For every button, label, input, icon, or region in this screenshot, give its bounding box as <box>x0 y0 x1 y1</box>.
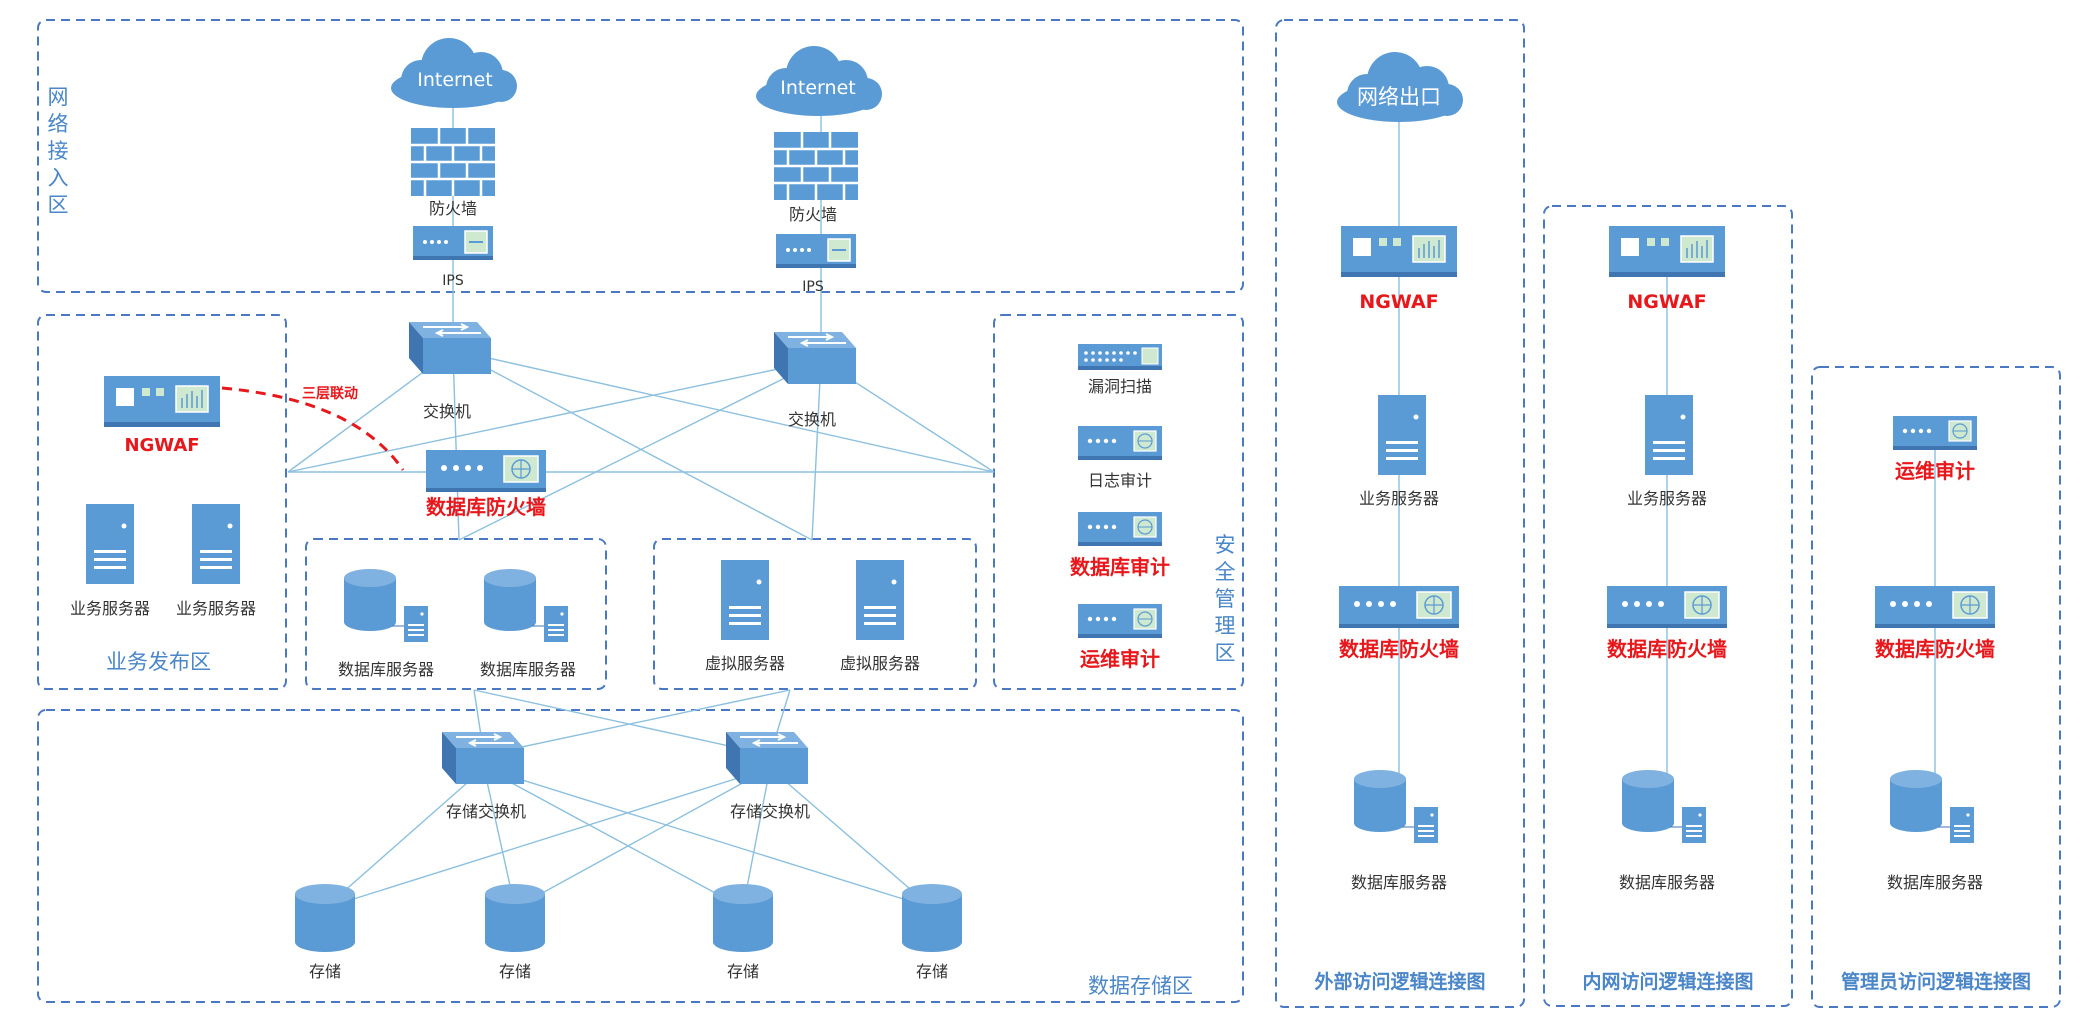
panel-admin-access <box>1811 366 2061 1008</box>
panel-external-access <box>1275 19 1525 1008</box>
zone-vm-servers <box>653 538 977 690</box>
db-server-label: 数据库服务器 <box>1351 873 1447 892</box>
admin-access-title: 管理员访问逻辑连接图 <box>1841 970 2031 993</box>
storage-icon <box>713 884 773 952</box>
storage-label: 存储 <box>309 962 341 981</box>
storage-label: 存储 <box>727 962 759 981</box>
ngwaf-icon <box>1340 225 1458 278</box>
db-server-icon <box>1353 769 1439 844</box>
ips-label: IPS <box>802 279 824 295</box>
ips-label: IPS <box>442 273 464 289</box>
db-firewall-icon <box>1606 585 1728 629</box>
ngwaf-icon <box>103 375 221 428</box>
three-layer-link-label: 三层联动 <box>302 385 358 402</box>
zone-business-publish <box>37 314 287 690</box>
zone-db-servers <box>305 538 607 690</box>
switch-label: 交换机 <box>788 410 836 429</box>
ngwaf-label: NGWAF <box>124 435 199 456</box>
business-server-label: 业务服务器 <box>176 599 256 618</box>
log-audit-label: 日志审计 <box>1088 471 1152 490</box>
external-access-title: 外部访问逻辑连接图 <box>1314 970 1485 993</box>
internal-access-title: 内网访问逻辑连接图 <box>1582 970 1753 993</box>
storage-switch-label: 存储交换机 <box>730 802 810 821</box>
firewall-label: 防火墙 <box>429 199 477 218</box>
db-server-icon <box>343 568 429 643</box>
db-server-icon <box>1889 769 1975 844</box>
vm-server-label: 虚拟服务器 <box>705 654 785 673</box>
db-server-label: 数据库服务器 <box>480 660 576 679</box>
storage-label: 存储 <box>916 962 948 981</box>
business-server-label: 业务服务器 <box>1627 489 1707 508</box>
db-server-label: 数据库服务器 <box>1887 873 1983 892</box>
vuln-scan-label: 漏洞扫描 <box>1088 377 1152 396</box>
panel-internal-access <box>1543 205 1793 1007</box>
zone-label-storage: 数据存储区 <box>1088 974 1193 998</box>
storage-icon <box>902 884 962 952</box>
db-audit-label: 数据库审计 <box>1070 555 1170 579</box>
db-server-label: 数据库服务器 <box>1619 873 1715 892</box>
db-server-label: 数据库服务器 <box>338 660 434 679</box>
ngwaf-icon <box>1608 225 1726 278</box>
storage-label: 存储 <box>499 962 531 981</box>
zone-label-network-access: 网络接入区 <box>48 85 69 217</box>
switch-icon <box>773 331 857 385</box>
server-icon <box>1645 395 1693 475</box>
firewall-icon <box>409 126 497 198</box>
db-server-icon <box>483 568 569 643</box>
ops-audit-icon <box>1892 415 1978 451</box>
db-firewall-icon <box>1338 585 1460 629</box>
vuln-scan-icon <box>1077 343 1163 371</box>
server-icon <box>86 504 134 584</box>
server-icon <box>192 504 240 584</box>
ngwaf-label: NGWAF <box>1359 291 1438 313</box>
db-firewall-label: 数据库防火墙 <box>1607 637 1727 661</box>
ngwaf-label: NGWAF <box>1627 291 1706 313</box>
server-icon <box>721 560 769 640</box>
zone-network-access <box>37 19 1244 293</box>
business-server-label: 业务服务器 <box>1359 489 1439 508</box>
db-firewall-label: 数据库防火墙 <box>1875 637 1995 661</box>
db-firewall-icon <box>425 449 547 493</box>
db-firewall-label: 数据库防火墙 <box>1339 637 1459 661</box>
internet-label: Internet <box>417 69 492 91</box>
ops-audit-label: 运维审计 <box>1895 459 1975 483</box>
db-firewall-icon <box>1874 585 1996 629</box>
ops-audit-label: 运维审计 <box>1080 647 1160 671</box>
zone-security-mgmt <box>993 314 1244 690</box>
db-audit-icon <box>1077 511 1163 547</box>
switch-icon <box>408 321 492 375</box>
storage-icon <box>295 884 355 952</box>
internet-label: Internet <box>780 77 855 99</box>
network-exit-label: 网络出口 <box>1357 85 1441 109</box>
storage-switch-label: 存储交换机 <box>446 802 526 821</box>
zone-label-business: 业务发布区 <box>106 650 211 674</box>
zone-data-storage <box>37 709 1244 1003</box>
ips-icon <box>775 233 857 269</box>
vm-server-label: 虚拟服务器 <box>840 654 920 673</box>
db-server-icon <box>1621 769 1707 844</box>
ops-audit-icon <box>1077 603 1163 639</box>
ips-icon <box>412 225 494 261</box>
switch-label: 交换机 <box>423 402 471 421</box>
business-server-label: 业务服务器 <box>70 599 150 618</box>
server-icon <box>856 560 904 640</box>
storage-switch-icon <box>441 731 525 785</box>
zone-label-security: 安全管理区 <box>1215 533 1236 665</box>
storage-switch-icon <box>725 731 809 785</box>
server-icon <box>1378 395 1426 475</box>
firewall-label: 防火墙 <box>789 205 837 224</box>
log-audit-icon <box>1077 425 1163 461</box>
db-firewall-label: 数据库防火墙 <box>426 495 546 519</box>
storage-icon <box>485 884 545 952</box>
firewall-icon <box>772 130 860 202</box>
